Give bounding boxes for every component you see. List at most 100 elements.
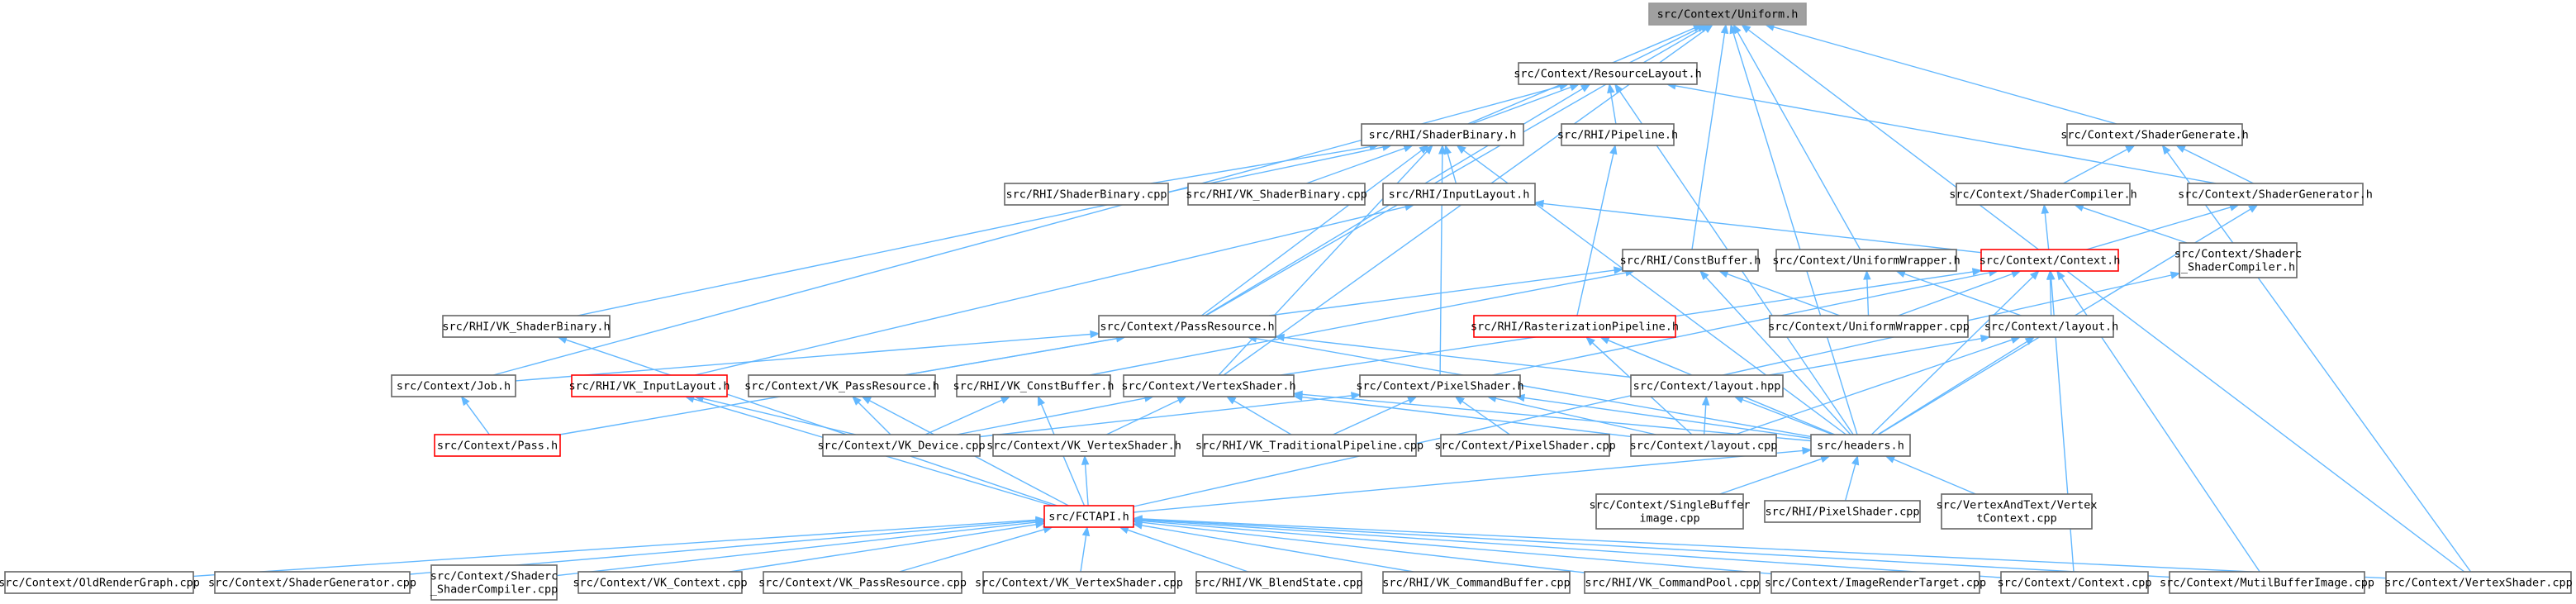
node-vktradpipeline[interactable]: src/RHI/VK_TraditionalPipeline.cpp <box>1195 434 1423 457</box>
edge-pixelshadercpp-to-pixelshader <box>1454 396 1510 435</box>
node-label: src/Context/ShaderGenerator.h <box>2178 188 2373 202</box>
node-label: src/Context/ShaderGenerator.cpp <box>208 577 416 590</box>
node-pixelshader[interactable]: src/Context/PixelShader.h <box>1356 374 1524 397</box>
node-label: src/headers.h <box>1817 440 1904 453</box>
node-rhipixelshader[interactable]: src/RHI/PixelShader.cpp <box>1764 500 1921 523</box>
node-label: _ShaderCompiler.cpp <box>430 583 558 597</box>
node-vkshaderbinarycpp[interactable]: src/RHI/VK_ShaderBinary.cpp <box>1186 183 1367 206</box>
node-label: src/Context/VK_PassResource.h <box>744 380 939 393</box>
edge-shaderbinarycpp-to-shaderbinary <box>1150 143 1380 184</box>
node-layouth[interactable]: src/Context/layout.h <box>1984 315 2119 338</box>
node-oldrendergraph[interactable]: src/Context/OldRenderGraph.cpp <box>0 571 200 594</box>
node-headers[interactable]: src/headers.h <box>1810 434 1911 457</box>
node-fctapi[interactable]: src/FCTAPI.h <box>1043 505 1134 528</box>
node-label: src/Context/Context.cpp <box>1998 577 2152 590</box>
node-vertexshader[interactable]: src/Context/VertexShader.h <box>1121 374 1296 397</box>
node-pixelshadercpp[interactable]: src/Context/PixelShader.cpp <box>1434 434 1616 457</box>
node-vkvertexshader[interactable]: src/Context/VK_VertexShader.h <box>986 434 1181 457</box>
node-shadergenerate[interactable]: src/Context/ShaderGenerate.h <box>2060 123 2249 146</box>
node-shaderbinary[interactable]: src/RHI/ShaderBinary.h <box>1361 123 1524 146</box>
node-vkinputlayout[interactable]: src/RHI/VK_InputLayout.h <box>568 374 730 397</box>
edge-fctapi-to-vkvertexshader <box>1081 454 1090 507</box>
node-uniformwrappercpp[interactable]: src/Context/UniformWrapper.cpp <box>1768 315 1970 338</box>
node-shadercshadercompilercpp[interactable]: src/Context/Shaderc_ShaderCompiler.cpp <box>430 564 558 601</box>
edge-rastpipeline-to-pipeline <box>1576 144 1618 316</box>
node-job[interactable]: src/Context/Job.h <box>391 374 516 397</box>
edge-uniformwrappercpp-to-constbuffer <box>1718 270 1841 316</box>
node-vkpassresourcecpp[interactable]: src/Context/VK_PassResource.cpp <box>758 571 967 594</box>
node-mutilbufferimage[interactable]: src/Context/MutilBufferImage.cpp <box>2160 571 2374 594</box>
node-vkpassresource[interactable]: src/Context/VK_PassResource.h <box>744 374 939 397</box>
edge-shadergenerator-to-shadergenerate <box>2175 145 2254 184</box>
edge-uniformwrappercpp-to-uniformwrapper <box>1863 269 1871 316</box>
edge-job-to-passresource <box>515 330 1100 382</box>
node-label: src/Context/UniformWrapper.cpp <box>1768 321 1970 334</box>
node-label: src/Context/ShaderCompiler.h <box>1949 188 2137 202</box>
edge-vertexshadercpp-to-fctapi <box>1132 515 2387 579</box>
edge-singlebuffer-to-headers <box>1719 454 1831 495</box>
node-label: src/Context/VK_VertexShader.h <box>986 440 1181 453</box>
node-label: src/Context/Uniform.h <box>1657 8 1799 21</box>
node-shadergenerator[interactable]: src/Context/ShaderGenerator.h <box>2178 183 2373 206</box>
edge-constbuffer-to-uniform <box>1691 23 1729 250</box>
node-label: src/Context/Shaderc <box>2174 248 2302 261</box>
edge-shadergenerate-to-uniform <box>1764 23 2117 125</box>
edge-uniformwrapper-to-uniform <box>1732 23 1861 250</box>
node-reslayout[interactable]: src/Context/ResourceLayout.h <box>1514 62 1702 85</box>
node-contextcpp[interactable]: src/Context/Context.cpp <box>1998 571 2152 594</box>
edge-headers-to-pixelshader <box>1514 393 1812 440</box>
node-vertexshadercpp[interactable]: src/Context/VertexShader.cpp <box>2384 571 2573 594</box>
node-label: _ShaderCompiler.h <box>2181 261 2295 274</box>
node-vkconstbuffer[interactable]: src/RHI/VK_ConstBuffer.h <box>953 374 1115 397</box>
node-vkblendstate[interactable]: src/RHI/VK_BlendState.cpp <box>1195 571 1363 594</box>
node-label: src/Context/PixelShader.cpp <box>1434 440 1615 453</box>
node-passresource[interactable]: src/Context/PassResource.h <box>1098 315 1276 338</box>
node-constbuffer[interactable]: src/RHI/ConstBuffer.h <box>1620 249 1761 272</box>
edge-headers-to-vertexshader <box>1292 390 1812 442</box>
node-label: src/RHI/VK_ShaderBinary.h <box>442 321 610 334</box>
edge-pipeline-to-reslayout <box>1607 83 1617 125</box>
node-label: src/Context/Job.h <box>397 380 511 393</box>
node-label: src/Context/ResourceLayout.h <box>1514 68 1702 81</box>
node-label: src/Context/VertexShader.h <box>1121 380 1295 393</box>
node-context[interactable]: src/Context/Context.h <box>1980 249 2121 272</box>
node-shadercshadercompiler[interactable]: src/Context/Shaderc_ShaderCompiler.h <box>2174 242 2302 278</box>
edge-headers-to-uniform <box>1729 23 1858 435</box>
node-label: src/Context/PixelShader.h <box>1356 380 1523 393</box>
node-inputlayout[interactable]: src/RHI/InputLayout.h <box>1382 183 1536 206</box>
edge-rhipixelshader-to-headers <box>1844 454 1860 502</box>
node-vkdevice[interactable]: src/Context/VK_Device.cpp <box>817 434 986 457</box>
edge-shadercshadercompiler-to-shadercompiler <box>2074 203 2188 244</box>
node-rastpipeline[interactable]: src/RHI/RasterizationPipeline.h <box>1471 315 1679 338</box>
node-uniformwrapper[interactable]: src/Context/UniformWrapper.h <box>1772 249 1961 272</box>
node-vkcontext[interactable]: src/Context/VK_Context.cpp <box>573 571 748 594</box>
node-vkvertexshadercpp[interactable]: src/Context/VK_VertexShader.cpp <box>975 571 1183 594</box>
node-layoutcpp[interactable]: src/Context/layout.cpp <box>1630 434 1778 457</box>
edge-passresource-to-shaderbinary <box>1200 145 1429 316</box>
node-vkcommandbuffer[interactable]: src/RHI/VK_CommandBuffer.cpp <box>1382 571 1571 594</box>
node-imagerendertarget[interactable]: src/Context/ImageRenderTarget.cpp <box>1765 571 1986 594</box>
edge-shadercompiler-to-shadergenerate <box>2063 145 2136 184</box>
node-shadercompiler[interactable]: src/Context/ShaderCompiler.h <box>1949 183 2137 206</box>
edge-layouthpp-to-passresource <box>1274 333 1632 378</box>
node-pass[interactable]: src/Context/Pass.h <box>434 434 561 457</box>
node-label: src/Context/Pass.h <box>437 440 558 453</box>
edge-vkshaderbinary-to-shaderbinary <box>577 143 1393 316</box>
node-uniform[interactable]: src/Context/Uniform.h <box>1648 2 1807 26</box>
edge-vertexshadercpp-to-shadergenerate <box>2161 144 2472 573</box>
node-pipeline[interactable]: src/RHI/Pipeline.h <box>1557 123 1678 146</box>
edge-context-to-shadercompiler <box>2041 203 2050 250</box>
node-shadergeneratorcpp[interactable]: src/Context/ShaderGenerator.cpp <box>208 571 416 594</box>
node-label: src/Context/OldRenderGraph.cpp <box>0 577 200 590</box>
node-label: src/Context/UniformWrapper.h <box>1772 254 1961 268</box>
node-vkcommandpool[interactable]: src/RHI/VK_CommandPool.cpp <box>1584 571 1761 594</box>
edge-vkblendstate-to-fctapi <box>1119 526 1248 573</box>
node-label: src/RHI/ShaderBinary.cpp <box>1005 188 1167 202</box>
node-shaderbinarycpp[interactable]: src/RHI/ShaderBinary.cpp <box>1004 183 1169 206</box>
node-label: src/RHI/VK_ShaderBinary.cpp <box>1186 188 1366 202</box>
node-vkshaderbinary[interactable]: src/RHI/VK_ShaderBinary.h <box>442 315 611 338</box>
node-layouthpp[interactable]: src/Context/layout.hpp <box>1630 374 1784 397</box>
